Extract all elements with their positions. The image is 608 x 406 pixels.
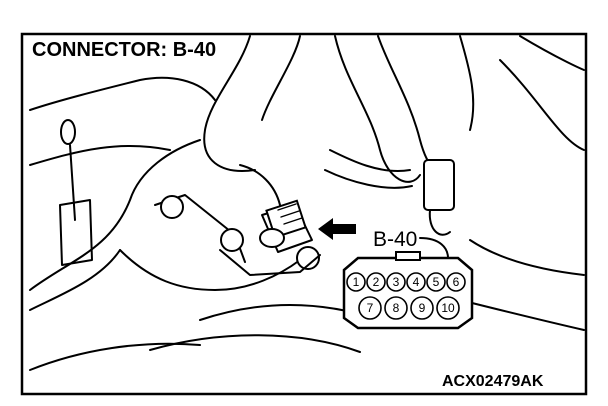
pointer-arrow <box>318 218 356 240</box>
hose-clamp <box>423 159 455 211</box>
figure-frame <box>20 32 588 396</box>
pin-2 <box>366 272 386 292</box>
pin-9 <box>410 296 434 320</box>
dipstick-ring <box>60 119 76 145</box>
callout-label: B-40 <box>373 228 417 251</box>
bolt-right <box>296 246 320 270</box>
pin-label-6: 6 <box>453 275 460 289</box>
connector-latch <box>395 251 421 261</box>
pin-label-4: 4 <box>413 275 420 289</box>
callout-leader <box>419 237 449 259</box>
pin-label-7: 7 <box>367 301 374 315</box>
pin-1 <box>346 272 366 292</box>
pin-label-9: 9 <box>419 301 426 315</box>
engine-bay-illustration <box>29 35 585 371</box>
page-title: CONNECTOR: B-40 <box>32 39 216 61</box>
pin-5 <box>426 272 446 292</box>
pin-7 <box>358 296 382 320</box>
pin-label-10: 10 <box>441 301 455 315</box>
pin-label-8: 8 <box>393 301 400 315</box>
bolt-left <box>160 195 184 219</box>
figure-code: ACX02479AK <box>442 373 544 390</box>
pin-10 <box>436 296 460 320</box>
pin-label-1: 1 <box>353 275 360 289</box>
pin-6 <box>446 272 466 292</box>
pin-label-3: 3 <box>393 275 400 289</box>
pin-3 <box>386 272 406 292</box>
sensor-base <box>259 228 285 248</box>
bolt-center <box>220 228 244 252</box>
pin-8 <box>384 296 408 320</box>
pin-label-5: 5 <box>433 275 440 289</box>
pin-label-2: 2 <box>373 275 380 289</box>
pin-4 <box>406 272 426 292</box>
sensor-connector <box>265 199 307 239</box>
